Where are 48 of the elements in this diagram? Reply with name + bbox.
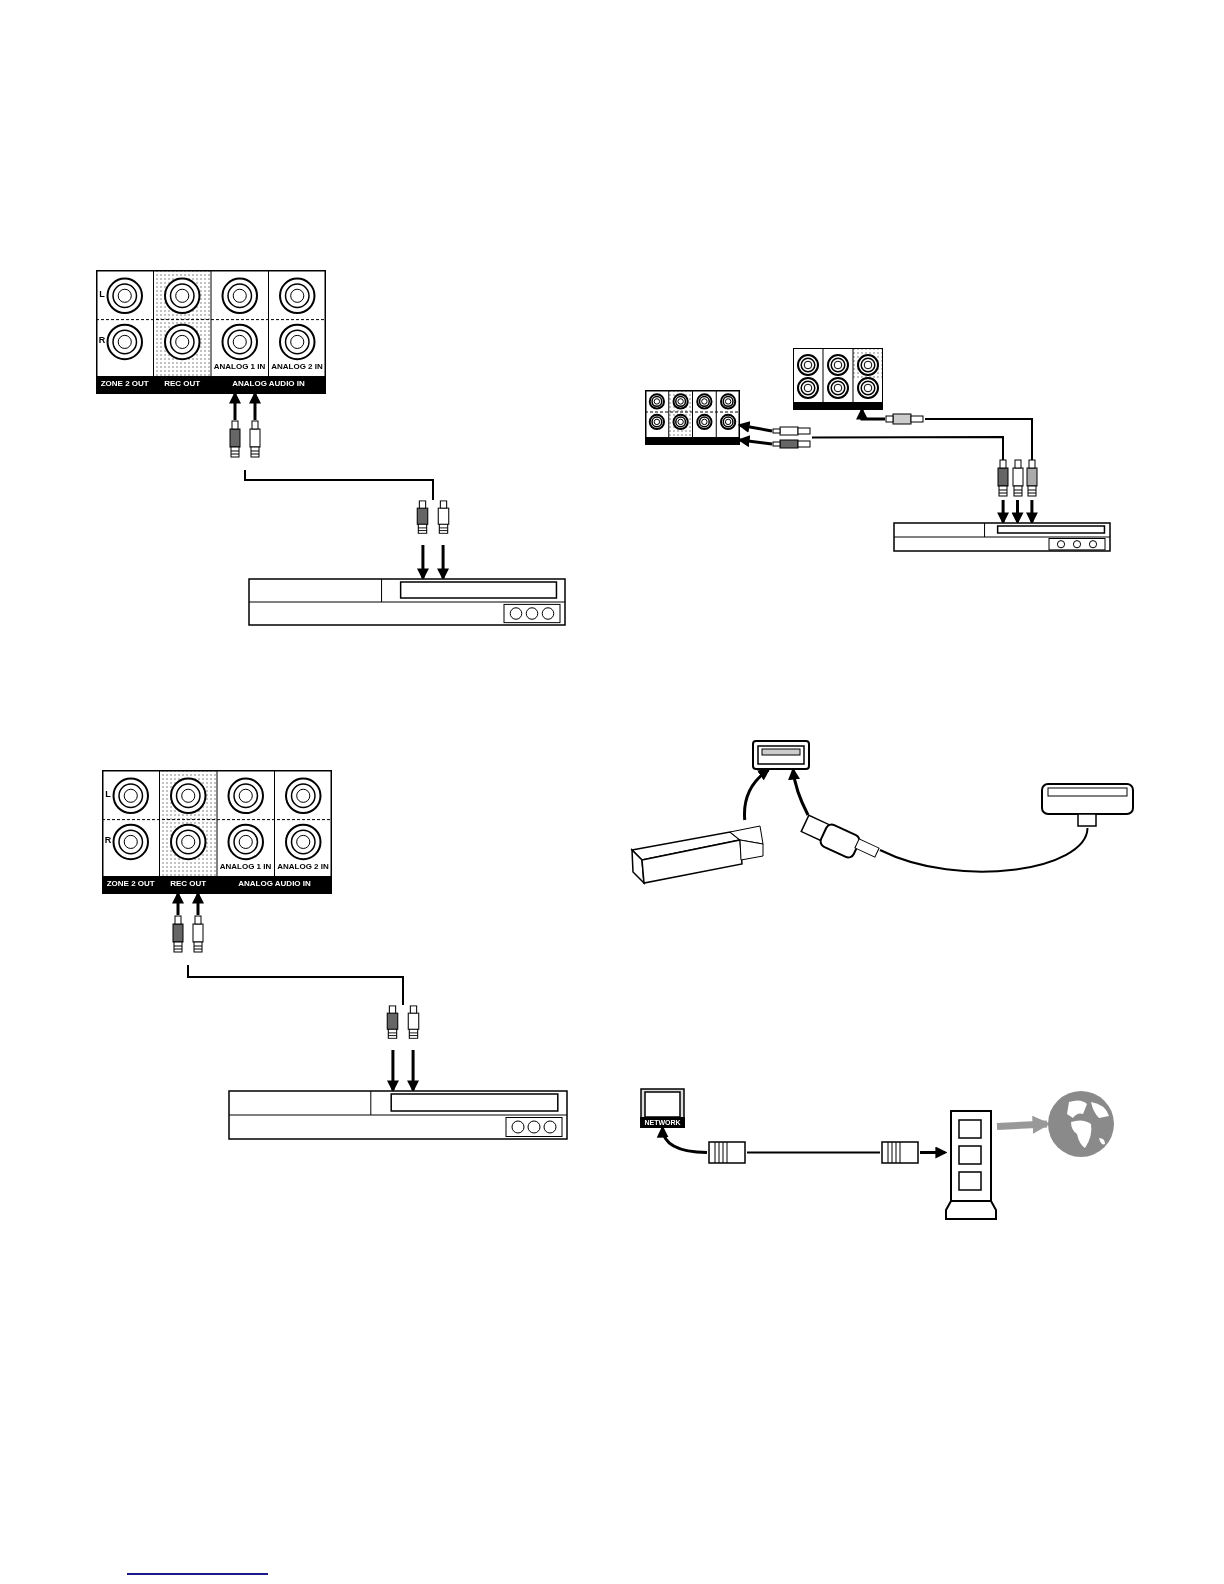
arrow	[743, 768, 771, 821]
network-port	[640, 1088, 685, 1128]
jack-label: R	[97, 336, 107, 345]
device-box	[228, 1090, 568, 1140]
arrow	[437, 545, 450, 581]
arrow	[1025, 500, 1038, 525]
jack-panel	[645, 390, 740, 445]
jack-label: ANALOG 2 IN	[276, 863, 330, 871]
jack-panel	[793, 348, 883, 410]
cable	[746, 1151, 881, 1154]
jack-label: ANALOG 1 IN	[218, 863, 273, 871]
ethernet-plug	[880, 1140, 920, 1165]
arrow	[407, 1050, 420, 1093]
arrow	[856, 407, 885, 421]
device-box	[893, 522, 1111, 552]
jack-panel	[96, 270, 326, 394]
dock-connector	[1040, 782, 1135, 828]
cable	[924, 418, 1033, 461]
arrow	[416, 545, 429, 581]
video-plug	[885, 412, 925, 426]
cable	[244, 469, 434, 501]
jack-label: L	[98, 290, 106, 299]
ethernet-plug	[707, 1140, 747, 1165]
jack-label: REC OUT	[169, 880, 208, 888]
jack-label: ZONE 2 OUT	[105, 880, 156, 888]
jack-label: R	[103, 836, 113, 845]
device-box	[248, 578, 566, 626]
usb-port	[752, 740, 810, 770]
jack-label: ANALOG 1 IN	[212, 363, 267, 371]
arrow	[737, 435, 773, 448]
jack-label: L	[104, 790, 112, 799]
jack-panel	[102, 770, 332, 894]
jack-label: ZONE 2 OUT	[99, 380, 150, 388]
jack-label: ANALOG 2 IN	[270, 363, 324, 371]
jack-label: REC OUT	[163, 380, 202, 388]
plug-trio	[995, 460, 1040, 500]
router	[945, 1110, 997, 1220]
arrow	[997, 500, 1010, 525]
jack-label: ANALOG AUDIO IN	[237, 880, 312, 888]
arrow	[1011, 500, 1024, 525]
arrow	[737, 421, 773, 433]
cable	[811, 436, 1004, 461]
plug-pair	[772, 425, 812, 450]
arrow	[920, 1146, 948, 1159]
arrow	[386, 1050, 399, 1093]
globe-icon	[1047, 1090, 1115, 1158]
jack-label: ANALOG AUDIO IN	[231, 380, 306, 388]
cable	[187, 964, 404, 1006]
